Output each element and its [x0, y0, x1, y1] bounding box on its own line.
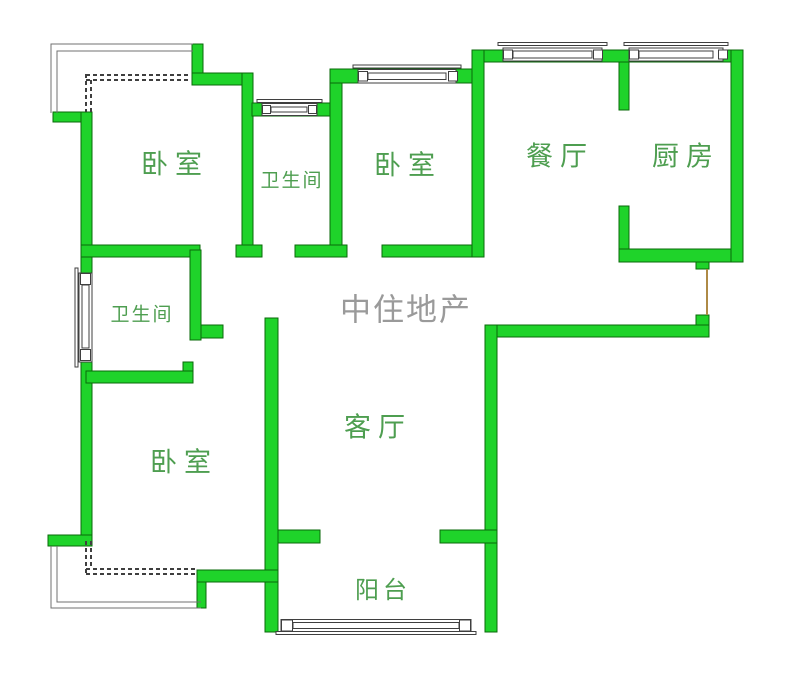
wall-segment [618, 61, 630, 111]
wall-segment [196, 569, 279, 583]
window-inner-bar [638, 50, 714, 59]
wall-segment [618, 248, 744, 263]
window-inner-bar [367, 72, 447, 80]
wall-segment [484, 324, 498, 633]
room-label-balcony: 阳台 [355, 578, 411, 604]
window-end-cap [718, 49, 728, 60]
room-label-bathroom-left: 卫生间 [110, 304, 174, 326]
window-end-cap [308, 105, 317, 114]
window-end-cap [503, 49, 513, 60]
wall-segment [695, 261, 710, 270]
watermark: 中住地产 [340, 292, 472, 328]
bay-outline-outer [50, 546, 201, 609]
wall-segment [329, 72, 343, 251]
wall-segment [695, 314, 710, 326]
window-end-cap [629, 49, 639, 60]
wall-segment [189, 249, 202, 341]
window-inner-bar [270, 106, 308, 113]
wall-segment [439, 529, 498, 544]
wall-segment [47, 534, 93, 547]
wall-segment [182, 361, 194, 372]
window-end-cap [459, 619, 471, 632]
bay-outline-inner [56, 546, 201, 603]
window-dining [497, 42, 608, 62]
wall-segment [618, 205, 630, 254]
room-label-dining-room: 餐厅 [526, 141, 594, 172]
window-balcony [275, 619, 477, 635]
window-inner-bar [81, 284, 90, 349]
room-label-bedroom-bottom-left: 卧室 [150, 447, 218, 478]
bay-window-outline-top-left [50, 43, 193, 113]
room-label-bedroom-top-middle: 卧室 [374, 150, 442, 181]
wall-segment [484, 324, 710, 338]
window-sill-line [256, 99, 323, 103]
window-inner-bar [512, 50, 593, 59]
window-bathroom-top [256, 99, 323, 116]
wall-segment [80, 244, 201, 258]
bay-outline-outer [50, 43, 193, 113]
window-end-cap [281, 619, 293, 632]
walls [47, 43, 744, 633]
window-end-cap [262, 105, 271, 114]
window-end-cap [80, 349, 91, 361]
window-kitchen [623, 42, 729, 62]
wall-segment [471, 49, 485, 258]
dashed-bay-line-top-left [85, 74, 190, 112]
room-label-bathroom-top: 卫生间 [260, 170, 324, 192]
window-inner-bar [292, 622, 460, 629]
window-end-cap [448, 71, 458, 82]
room-label-bedroom-top-left: 卧室 [141, 149, 209, 180]
wall-segment [730, 49, 744, 263]
window-sill-line [623, 42, 729, 46]
wall-segment [381, 244, 485, 258]
dashed-bay-line-bottom-left [85, 541, 196, 575]
bay-window-outline-bottom-left [50, 546, 201, 609]
wall-segment [294, 244, 348, 258]
room-label-living-room: 客厅 [344, 412, 412, 443]
window-sill-line [497, 42, 608, 46]
wall-segment [241, 72, 254, 251]
wall-segment [235, 244, 263, 258]
wall-segment [80, 357, 93, 542]
window-bedroom-top-middle [352, 64, 462, 84]
window-end-cap [358, 71, 368, 82]
window-end-cap [593, 49, 603, 60]
window-sill-line [352, 64, 462, 69]
wall-segment [85, 370, 194, 384]
wall-segment [264, 317, 279, 633]
wall-segment [196, 581, 207, 609]
window-bathroom-left [74, 267, 93, 368]
bay-outline-inner [56, 50, 193, 113]
window-end-cap [80, 273, 91, 285]
room-label-kitchen: 厨房 [652, 141, 720, 172]
window-sill-line [74, 267, 79, 368]
